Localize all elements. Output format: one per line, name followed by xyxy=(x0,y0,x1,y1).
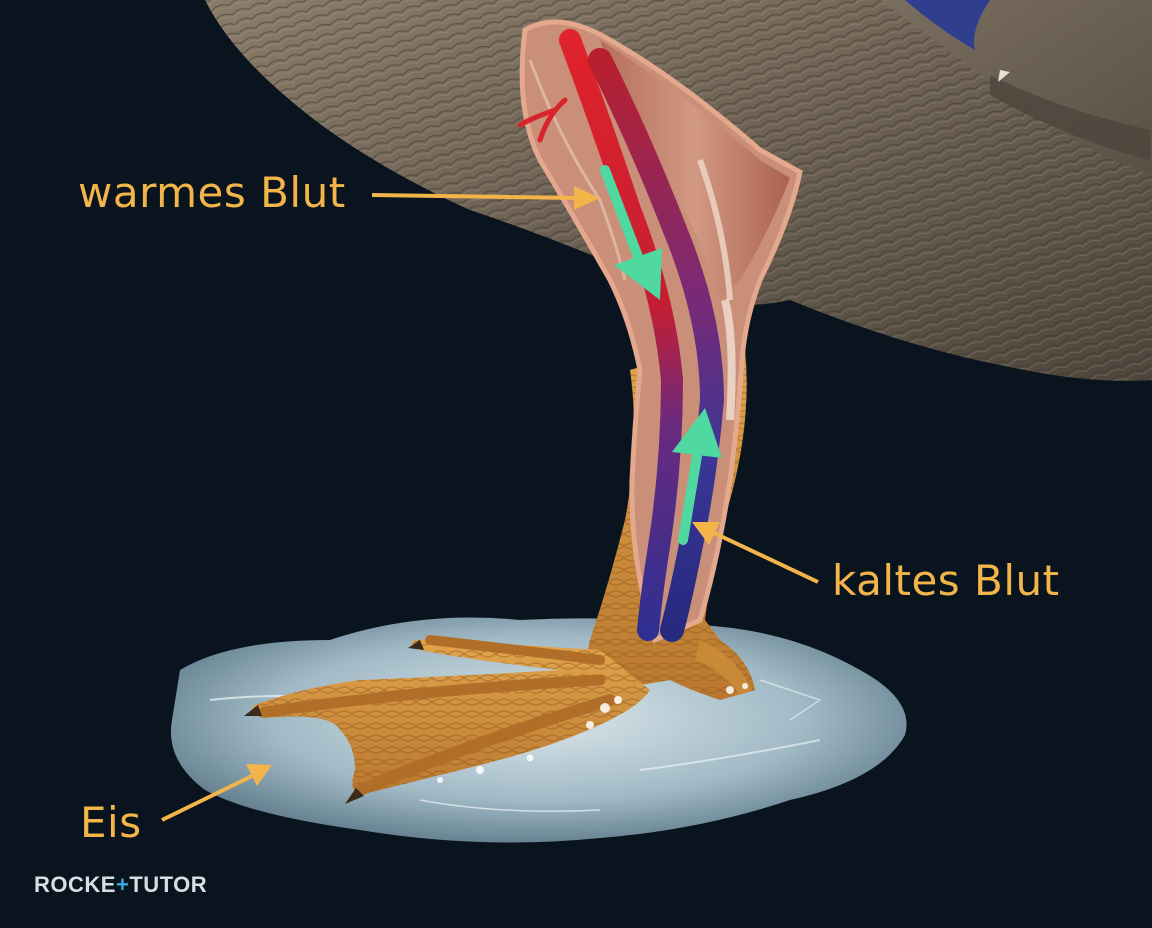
logo-part-1: ROCKE xyxy=(34,872,116,897)
webbed-foot xyxy=(244,635,752,804)
label-pointers xyxy=(161,186,819,822)
logo-part-2: TUTOR xyxy=(129,872,208,897)
leg-cutaway xyxy=(517,19,803,644)
flow-arrows xyxy=(600,165,722,545)
cold-blood-label: kaltes Blut xyxy=(832,556,1060,605)
warm-flow-arrow xyxy=(600,165,662,300)
cold-flow-arrow xyxy=(672,408,722,545)
warm-blood-pointer xyxy=(371,186,600,210)
ice-label: Eis xyxy=(80,798,142,847)
ice-pointer xyxy=(161,764,272,822)
warm-blood-label: warmes Blut xyxy=(78,168,346,217)
logo-plus: + xyxy=(115,872,130,897)
rocket-tutor-logo: ROCKE+TUTOR xyxy=(34,872,207,898)
cold-blood-pointer xyxy=(692,522,819,584)
